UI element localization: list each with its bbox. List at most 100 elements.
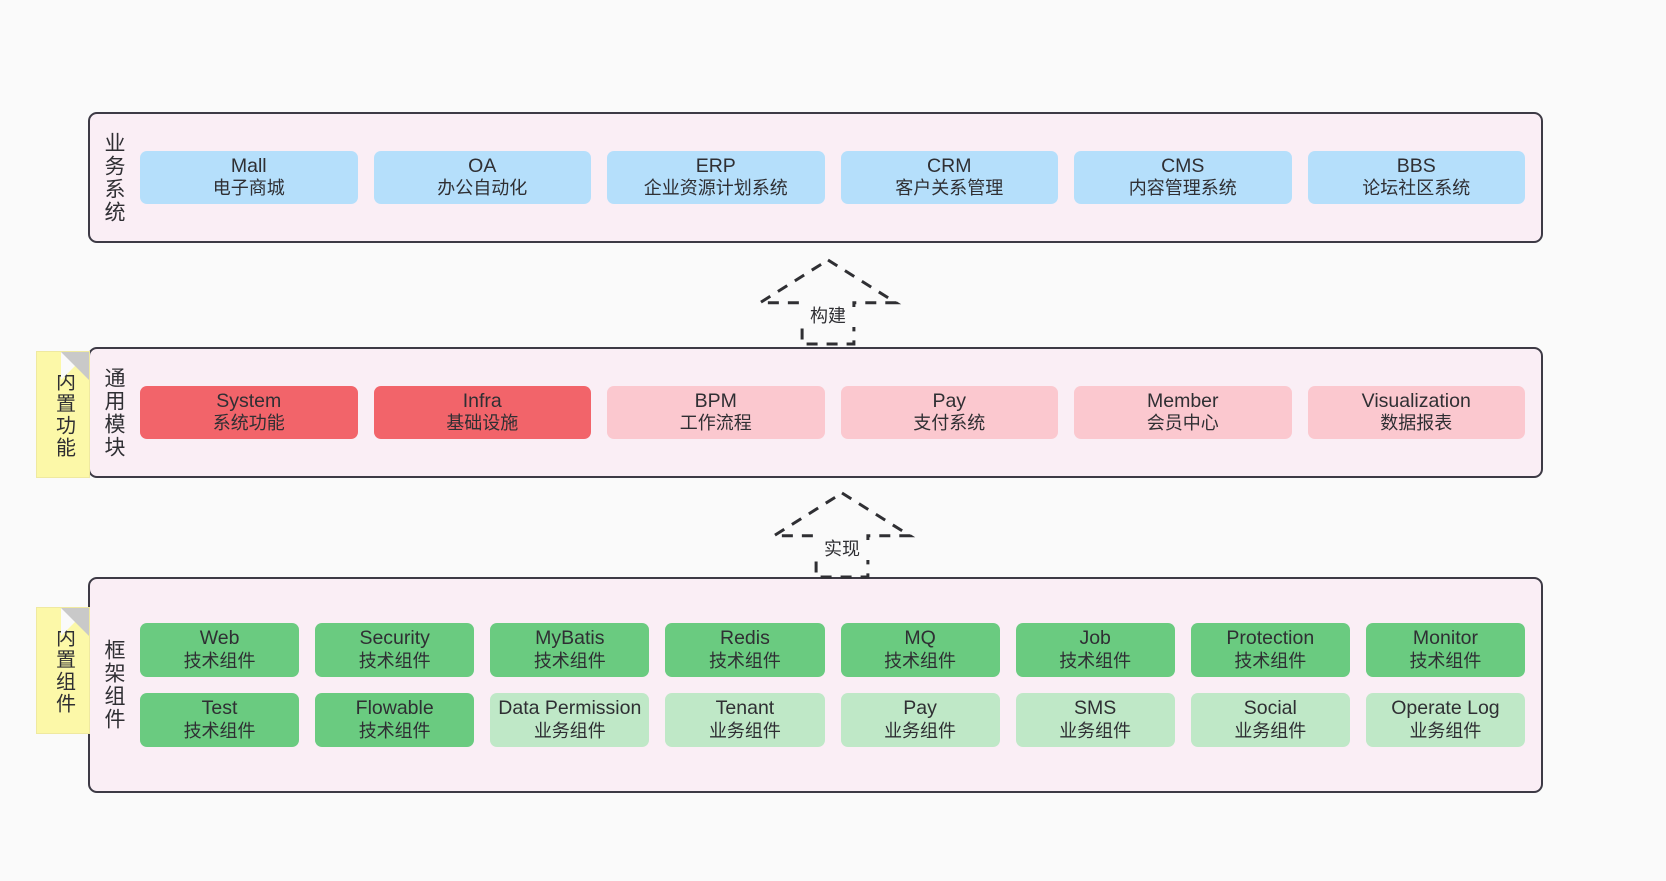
component-subtitle: 内容管理系统: [1128, 178, 1237, 199]
component-subtitle: 技术组件: [358, 651, 431, 672]
layer-title-common-modules: 通用模块: [102, 366, 126, 459]
component-name: MyBatis: [535, 627, 605, 650]
component-name: Data Permission: [498, 697, 642, 719]
component-subtitle: 办公自动化: [437, 178, 528, 199]
layer-title-business-systems: 业务系统: [102, 131, 126, 224]
component-subtitle: 系统功能: [212, 413, 285, 434]
component-subtitle: 技术组件: [183, 651, 256, 672]
component-subtitle: 电子商城: [212, 178, 285, 199]
component-subtitle: 数据报表: [1380, 413, 1453, 434]
sticky-note-framework-components: 内置组件: [36, 607, 90, 734]
component-subtitle: 业务组件: [1409, 720, 1482, 741]
component-subtitle: 业务组件: [708, 720, 781, 741]
component-subtitle: 业务组件: [533, 720, 606, 741]
component-subtitle: 业务组件: [884, 720, 957, 741]
component-name: BPM: [694, 389, 737, 412]
component-name: SMS: [1074, 697, 1117, 719]
component-name: Job: [1079, 627, 1111, 650]
component-name: Monitor: [1412, 627, 1478, 650]
component-name: Operate Log: [1391, 697, 1500, 719]
component-name: Test: [201, 697, 238, 719]
arrow-build-shape: [754, 258, 902, 346]
component-subtitle: 论坛社区系统: [1362, 178, 1471, 199]
component-name: Protection: [1226, 627, 1315, 650]
component-name: System: [216, 389, 282, 412]
component-name: Visualization: [1361, 389, 1471, 412]
arrow-implement-arrow: 实现: [768, 491, 916, 579]
component-subtitle: 技术组件: [1059, 651, 1132, 672]
component-name: Tenant: [715, 697, 775, 719]
component-name: Social: [1243, 697, 1297, 719]
sticky-note-label: 内置组件: [52, 626, 75, 715]
component-name: ERP: [695, 154, 736, 177]
component-name: Web: [199, 627, 240, 650]
component-name: Pay: [932, 389, 967, 412]
component-subtitle: 技术组件: [708, 651, 781, 672]
arrow-implement-shape: [768, 491, 916, 579]
component-name: Infra: [462, 389, 502, 412]
sticky-note-common-modules: 内置功能: [36, 351, 90, 478]
component-name: BBS: [1396, 154, 1436, 177]
component-name: MQ: [904, 627, 936, 650]
component-subtitle: 技术组件: [358, 720, 431, 741]
arrow-build-arrow: 构建: [754, 258, 902, 346]
component-subtitle: 支付系统: [913, 413, 986, 434]
component-subtitle: 技术组件: [1234, 651, 1307, 672]
component-name: CRM: [927, 154, 972, 177]
component-subtitle: 技术组件: [533, 651, 606, 672]
component-subtitle: 业务组件: [1234, 720, 1307, 741]
component-name: CMS: [1161, 154, 1205, 177]
component-subtitle: 会员中心: [1146, 413, 1219, 434]
component-subtitle: 技术组件: [1409, 651, 1482, 672]
component-subtitle: 业务组件: [1059, 720, 1132, 741]
component-name: Security: [359, 627, 430, 650]
component-name: OA: [468, 154, 497, 177]
layer-title-framework-components: 框架组件: [102, 639, 126, 731]
component-subtitle: 客户关系管理: [895, 178, 1004, 199]
component-name: Redis: [720, 627, 770, 650]
component-subtitle: 技术组件: [884, 651, 957, 672]
component-subtitle: 企业资源计划系统: [643, 178, 788, 199]
component-subtitle: 工作流程: [679, 413, 752, 434]
component-name: Mall: [230, 154, 267, 177]
component-name: Member: [1146, 389, 1219, 412]
